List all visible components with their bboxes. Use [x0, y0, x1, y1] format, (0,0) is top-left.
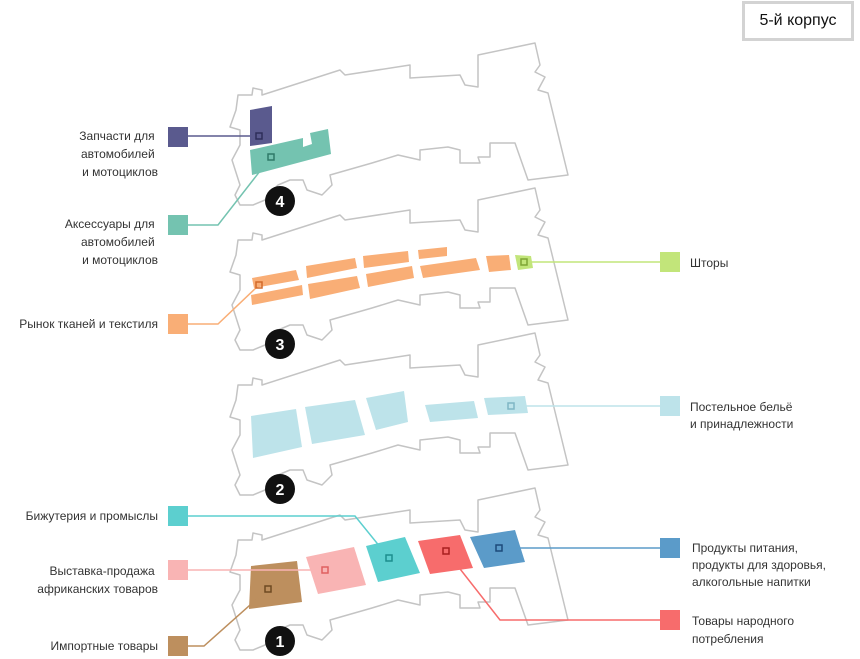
legend-label-consumer: Товары народного потребления	[692, 614, 797, 646]
zone-parts	[250, 106, 272, 146]
zone-fabric	[251, 247, 511, 305]
building-title: 5-й корпус	[742, 1, 854, 41]
zone-bedding	[251, 391, 528, 458]
marker-bedding	[507, 402, 515, 410]
floor-badge-1: 1	[265, 626, 295, 656]
marker-consumer	[442, 547, 450, 555]
swatch-bedding	[660, 396, 680, 416]
leader-consumer	[445, 550, 660, 621]
leader-import	[188, 588, 269, 647]
floor-badge-3-label: 3	[276, 337, 285, 354]
swatch-food	[660, 538, 680, 558]
leader-jewelry	[188, 515, 390, 559]
legend-label-line: алкогольные напитки	[692, 575, 811, 589]
legend-label-parts: Запчасти для автомобилей и мотоциклов	[79, 129, 158, 179]
leader-fabric	[188, 284, 260, 325]
legend-label-line: африканских товаров	[37, 582, 158, 596]
legend-label-line: автомобилей	[81, 235, 155, 249]
legend-label-line: Шторы	[690, 256, 728, 270]
floor-badge-2: 2	[265, 474, 295, 504]
legend-label-jewelry: Бижутерия и промыслы	[26, 509, 158, 523]
zone-accessories	[250, 129, 331, 175]
legend-label-import: Импортные товары	[51, 639, 158, 653]
legend-label-food: Продукты питания, продукты для здоровья,…	[692, 541, 829, 589]
marker-curtains	[520, 258, 528, 266]
legend-label-african: Выставка-продажа африканских товаров	[37, 564, 158, 596]
marker-fabric	[255, 281, 263, 289]
building-title-text: 5-й корпус	[759, 12, 837, 29]
legend-label-line: Товары народного	[692, 614, 794, 628]
floor-badge-3: 3	[265, 329, 295, 359]
zone-jewelry	[366, 537, 420, 582]
swatch-jewelry	[168, 506, 188, 526]
marker-african	[321, 566, 329, 574]
marker-import	[264, 585, 272, 593]
zone-food	[470, 530, 525, 568]
floor-badge-1-label: 1	[276, 634, 285, 651]
swatch-african	[168, 560, 188, 580]
swatch-fabric	[168, 314, 188, 334]
legend-label-line: потребления	[692, 632, 763, 646]
legend-label-line: и мотоциклов	[82, 165, 158, 179]
legend-label-line: Постельное бельё	[690, 400, 793, 414]
floor-badge-4: 4	[265, 186, 295, 216]
marker-parts	[255, 132, 263, 140]
legend-label-line: и принадлежности	[690, 417, 793, 431]
legend-label-line: Запчасти для	[79, 129, 154, 143]
marker-food	[495, 544, 503, 552]
legend-label-curtains: Шторы	[690, 256, 728, 270]
marker-jewelry	[385, 554, 393, 562]
swatch-curtains	[660, 252, 680, 272]
legend-label-accessories: Аксессуары для автомобилей и мотоциклов	[65, 217, 158, 267]
swatch-accessories	[168, 215, 188, 235]
legend-label-line: Бижутерия и промыслы	[26, 509, 158, 523]
legend-label-fabric: Рынок тканей и текстиля	[19, 317, 158, 331]
legend-label-line: и мотоциклов	[82, 253, 158, 267]
swatch-consumer	[660, 610, 680, 630]
floor-4-outline	[229, 42, 569, 206]
leader-accessories	[188, 156, 272, 226]
legend-label-line: Аксессуары для	[65, 217, 155, 231]
legend-label-bedding: Постельное бельё и принадлежности	[690, 400, 796, 431]
legend-label-line: Выставка-продажа	[49, 564, 155, 578]
legend-label-line: Рынок тканей и текстиля	[19, 317, 158, 331]
floor-badge-2-label: 2	[276, 482, 285, 499]
legend-label-line: Импортные товары	[51, 639, 158, 653]
legend-label-line: автомобилей	[81, 147, 155, 161]
swatch-parts	[168, 127, 188, 147]
swatch-import	[168, 636, 188, 656]
legend-label-line: Продукты питания,	[692, 541, 798, 555]
zone-african	[306, 547, 366, 594]
legend-label-line: продукты для здоровья,	[692, 558, 826, 572]
floor-badge-4-label: 4	[276, 194, 285, 211]
marker-accessories	[267, 153, 275, 161]
zone-import	[249, 561, 302, 609]
